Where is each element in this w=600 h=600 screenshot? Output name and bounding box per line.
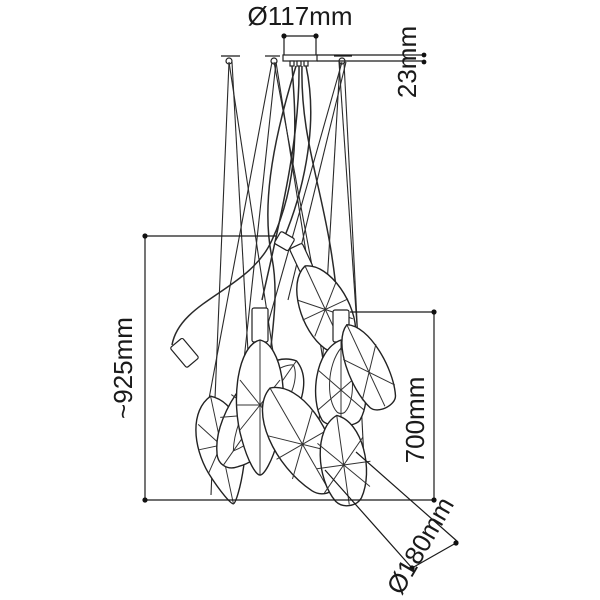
canopy-height-dot-top [421,52,427,58]
socket-center [251,307,269,343]
canopy-diameter-dimension: Ø117mm [248,1,353,55]
cluster-height-dot-top [431,309,437,315]
canopy-height-label: 23mm [392,26,422,98]
overall-height-dimension: ~925mm [108,233,432,503]
canopy-diameter-dot-left [281,33,287,39]
shade-diameter-ext-2 [355,451,459,543]
overall-height-label: ~925mm [108,317,138,419]
overall-height-dot-top [142,233,148,239]
shade-diameter-ext-1 [324,469,413,569]
socket-left [170,337,199,368]
shade-diameter-dot-1 [409,565,415,571]
top-socket [274,231,295,252]
canopy-height-dot-bottom [421,59,427,65]
shade-right-lower [316,414,371,507]
shade-far-right [341,323,397,411]
cluster-height-dimension: 700mm [350,309,437,503]
cluster-height-label: 700mm [400,377,430,464]
canopy-terminal-3 [303,60,309,67]
canopy-terminal-1 [289,60,295,67]
shade-diameter-line [411,542,457,569]
shade-diameter-dot-2 [453,540,459,546]
canopy-diameter-label: Ø117mm [248,1,353,31]
canopy-terminal-2 [296,60,302,67]
overall-height-dot-bottom [142,497,148,503]
canopy-plate [282,54,318,62]
canopy-diameter-dot-right [313,33,319,39]
canopy-height-dimension: 23mm [317,26,427,98]
cluster-height-dot-bottom [431,497,437,503]
